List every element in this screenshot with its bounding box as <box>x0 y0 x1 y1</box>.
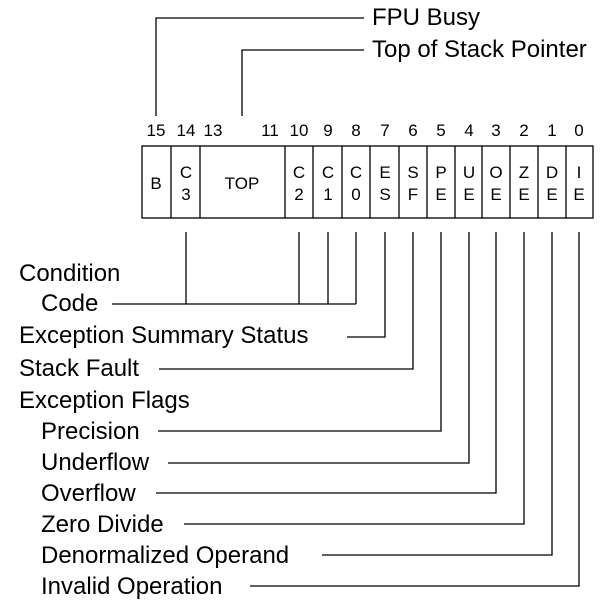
field-c3-line1: C <box>180 163 192 182</box>
bit-number-14: 14 <box>177 121 196 140</box>
label-exception-flags: Exception Flags <box>19 387 190 414</box>
bit-number-7: 7 <box>380 121 389 140</box>
bit-number-8: 8 <box>351 121 360 140</box>
bit-number-0: 0 <box>574 121 583 140</box>
field-c0-line1: C <box>350 163 362 182</box>
field-de-line2: E <box>546 185 557 204</box>
bit-number-13: 13 <box>204 121 223 140</box>
bit-number-6: 6 <box>408 121 417 140</box>
field-pe-line2: E <box>435 185 446 204</box>
leader-ue <box>168 232 470 464</box>
register-box <box>141 145 594 219</box>
leader-es <box>347 232 386 338</box>
label-zero-divide: Zero Divide <box>41 511 164 538</box>
field-oe-line2: E <box>490 185 501 204</box>
field-b: B <box>150 174 161 193</box>
label-code: Code <box>41 290 98 317</box>
label-precision: Precision <box>41 418 140 445</box>
field-sf-line1: S <box>407 163 418 182</box>
bit-number-5: 5 <box>436 121 445 140</box>
field-c1-line1: C <box>322 163 334 182</box>
bit-number-4: 4 <box>464 121 473 140</box>
field-c1-line2: 1 <box>323 185 332 204</box>
label-exception-summary-status: Exception Summary Status <box>19 322 308 349</box>
leader-sf <box>159 232 414 370</box>
label-condition: Condition <box>19 260 120 287</box>
label-top-of-stack-pointer: Top of Stack Pointer <box>372 36 587 63</box>
leader-fpu-busy <box>155 17 364 116</box>
bit-number-15: 15 <box>147 121 166 140</box>
field-ue-line1: U <box>463 163 475 182</box>
field-c2-line1: C <box>293 163 305 182</box>
bit-number-3: 3 <box>491 121 500 140</box>
leader-ze <box>184 232 525 525</box>
leader-oe <box>156 232 497 494</box>
label-stack-fault: Stack Fault <box>19 355 139 382</box>
field-oe-line1: O <box>489 163 502 182</box>
field-es-line1: E <box>379 163 390 182</box>
field-sf-line2: F <box>408 185 418 204</box>
label-denormalized-operand: Denormalized Operand <box>41 542 289 569</box>
field-pe-line1: P <box>435 163 446 182</box>
field-ze-line2: E <box>518 185 529 204</box>
field-c0-line2: 0 <box>351 185 360 204</box>
field-es-line2: S <box>379 185 390 204</box>
bit-number-9: 9 <box>323 121 332 140</box>
leader-pe <box>158 232 442 432</box>
label-invalid-operation: Invalid Operation <box>41 573 222 600</box>
label-overflow: Overflow <box>41 480 136 507</box>
field-ie-line1: I <box>577 163 582 182</box>
leader-ie <box>250 232 580 587</box>
bit-number-10: 10 <box>290 121 309 140</box>
field-ze-line1: Z <box>519 163 529 182</box>
field-de-line1: D <box>546 163 558 182</box>
label-underflow: Underflow <box>41 449 150 476</box>
leader-de <box>322 232 553 556</box>
bit-number-1: 1 <box>547 121 556 140</box>
bit-number-11: 11 <box>261 121 279 140</box>
field-c3-line2: 3 <box>181 185 190 204</box>
field-top: TOP <box>225 174 260 193</box>
field-ie-line2: E <box>573 185 584 204</box>
field-c2-line2: 2 <box>294 185 303 204</box>
leader-top-of-stack <box>241 49 364 116</box>
bit-number-2: 2 <box>519 121 528 140</box>
field-ue-line2: E <box>463 185 474 204</box>
label-fpu-busy: FPU Busy <box>372 4 480 31</box>
